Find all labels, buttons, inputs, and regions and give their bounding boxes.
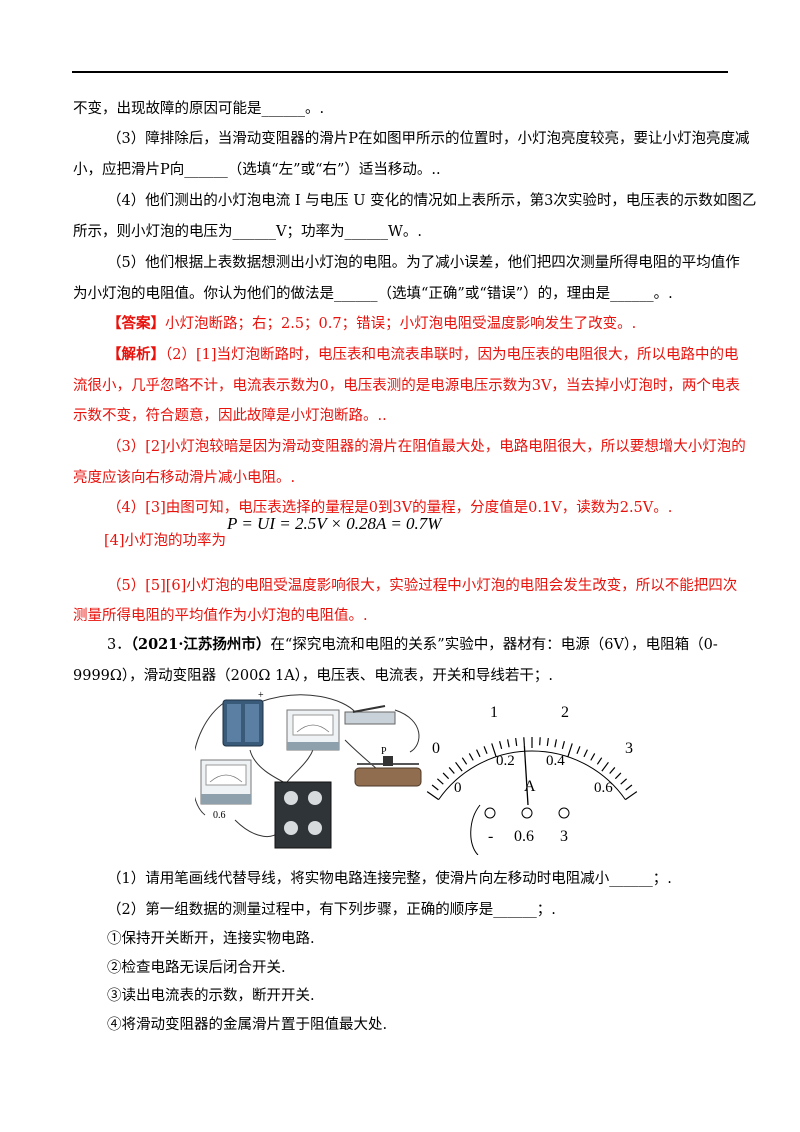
dial-scale [426,737,638,801]
analysis-line: （3）[2]小灯泡较暗是因为滑动变阻器的滑片在阻值最大处，电路电阻很大，所以要想… [107,439,746,455]
battery-icon: + [222,690,264,747]
terminal-icon [484,807,496,819]
text-line: （4）他们测出的小灯泡电流 I 与电压 U 变化的情况如上表所示，第3次实验时，… [107,193,757,209]
text-line: 不变，出现故障的原因可能是______。. [73,101,325,117]
answer-line: 【答案】小灯泡断路；右；2.5；0.7；错误；小灯泡电阻受温度影响发生了改变。. [107,314,636,334]
top-tick-label: 2 [561,704,569,721]
circuit-label: P [381,746,387,757]
dial-arc [438,750,626,800]
bottom-tick-label: 0.4 [546,753,565,769]
dial-tick [561,741,565,750]
analysis-line: 测量所得电阻的平均值作为小灯泡的电阻值。. [73,608,368,624]
dial-tick [523,737,525,746]
dial-tick [515,737,518,747]
dial-tick [468,753,474,761]
analysis-line: （4）[3]由图可知，电压表选择的量程是0到3V的量程，分度值是0.1V，读数为… [107,500,673,516]
dial-tick [476,749,481,758]
step-item: ②检查电路无误后闭合开关. [107,960,286,976]
dial-tick [609,767,616,774]
dial-tick [499,741,503,750]
top-tick-label: 3 [625,740,633,757]
dial-tick [431,784,439,791]
analysis-tag: 【解析】 [107,346,165,363]
dial-tick [546,737,549,747]
question-3-line: 3．（2021·江苏扬州市）在“探究电流和电阻的关系”实验中，器材有：电源（6V… [107,635,718,655]
circuit-label: 0.6 [213,810,226,821]
question-number: 3． [107,637,131,653]
circuit-figure: + 0.6 P [195,690,422,849]
power-formula: P = UI = 2.5V × 0.28A = 0.7W [227,514,442,533]
analysis-line: 【解析】（2）[1]当灯泡断路时，电压表和电流表串联时，因为电压表的电阻很大，所… [107,345,739,365]
analysis-line: （5）[5][6]小灯泡的电阻受温度影响很大，实验过程中小灯泡的电阻会发生改变，… [107,578,738,594]
question-source: （2021·江苏扬州市） [130,636,271,653]
text-line: 9999Ω），滑动变阻器（200Ω 1A），电压表、电流表，开关和导线若干；. [73,668,554,684]
answer-text: 小灯泡断路；右；2.5；0.7；错误；小灯泡电阻受温度影响发生了改变。. [165,316,637,332]
text-line: 小，应把滑片P向______（选填“左”或“右”）适当移动。.. [73,162,441,178]
terminal-label: - [488,828,493,845]
dial-tick [576,746,581,754]
dial-tick [590,753,596,761]
resistance-box-icon [274,781,332,849]
dial-tick [448,767,455,774]
dial-tick [596,757,603,765]
dial-tick [491,743,497,757]
text-line: 为小灯泡的电阻值。你认为他们的做法是______（选填“正确”或“错误”）的，理… [73,286,673,302]
switch-icon [344,705,396,725]
bottom-tick-label: 0.2 [496,753,515,769]
dial-tick [601,761,609,772]
analysis-line: 亮度应该向右移动滑片减小电阻。. [73,470,296,486]
dial-tick [554,739,558,748]
analysis-line: 示数不变，符合题意，因此故障是小灯泡断路。.. [73,408,387,424]
analysis-text: （2）[1]当灯泡断路时，电压表和电流表串联时，因为电压表的电阻很大，所以电路中… [165,347,739,363]
terminal-icon [558,807,570,819]
dial-tick [614,772,622,780]
dial-tick [442,772,450,780]
dial-tick [436,778,444,785]
dial-tick [426,791,439,801]
terminal-label: 3 [560,828,568,845]
dial-tick [483,746,488,754]
top-tick-label: 0 [432,740,440,757]
text-line: （1）请用笔画线代替导线，将实物电路连接完整，使滑片向左移动时电阻减小_____… [107,871,672,887]
dial-tick [567,743,573,757]
text-line: 所示，则小灯泡的电压为______V；功率为______W。. [73,224,422,240]
ammeter-icon: 0.6 [200,759,252,821]
step-item: ④将滑动变阻器的金属滑片置于阻值最大处. [107,1017,388,1033]
text-line: （3）障排除后，当滑动变阻器的滑片P在如图甲所示的位置时，小灯泡亮度较亮，要让小… [107,131,750,147]
dial-tick [625,791,638,801]
dial-tick [455,761,463,772]
ammeter-dial: 0 1 2 3 0 0.2 0.4 0.6 A - 0.6 3 [426,704,638,855]
dial-tick [625,784,633,791]
dial-tick [583,749,588,758]
text-line: （5）他们根据上表数据想测出小灯泡的电阻。为了减小误差，他们把四次测量所得电阻的… [107,255,740,271]
svg-text:+: + [258,690,264,701]
dial-needle [523,745,529,806]
answer-tag: 【答案】 [107,315,165,332]
text-line: （2）第一组数据的测量过程中，有下列步骤，正确的顺序是______；. [107,902,556,918]
terminal-label: 0.6 [514,828,534,845]
dial-tick [461,757,468,765]
bottom-tick-label: 0 [454,780,462,796]
unit-label: A [524,778,536,795]
dial-tick [506,739,510,748]
rheostat-icon: P [354,746,422,787]
voltmeter-icon [286,709,340,751]
top-tick-label: 1 [490,704,498,721]
bottom-tick-label: 0.6 [594,780,613,796]
header-rule [72,71,728,73]
dial-tick [620,778,628,785]
step-item: ③读出电流表的示数，断开开关. [107,988,315,1004]
question-text: 在“探究电流和电阻的关系”实验中，器材有：电源（6V），电阻箱（0- [270,637,718,653]
analysis-line: [4]小灯泡的功率为 [104,533,227,549]
step-item: ①保持开关断开，连接实物电路. [107,931,315,947]
analysis-line: 流很小，几乎忽略不计，电流表示数为0，电压表测的是电源电压示数为3V，当去掉小灯… [73,378,740,394]
terminal-icon [521,807,533,819]
dial-tick [539,737,541,746]
